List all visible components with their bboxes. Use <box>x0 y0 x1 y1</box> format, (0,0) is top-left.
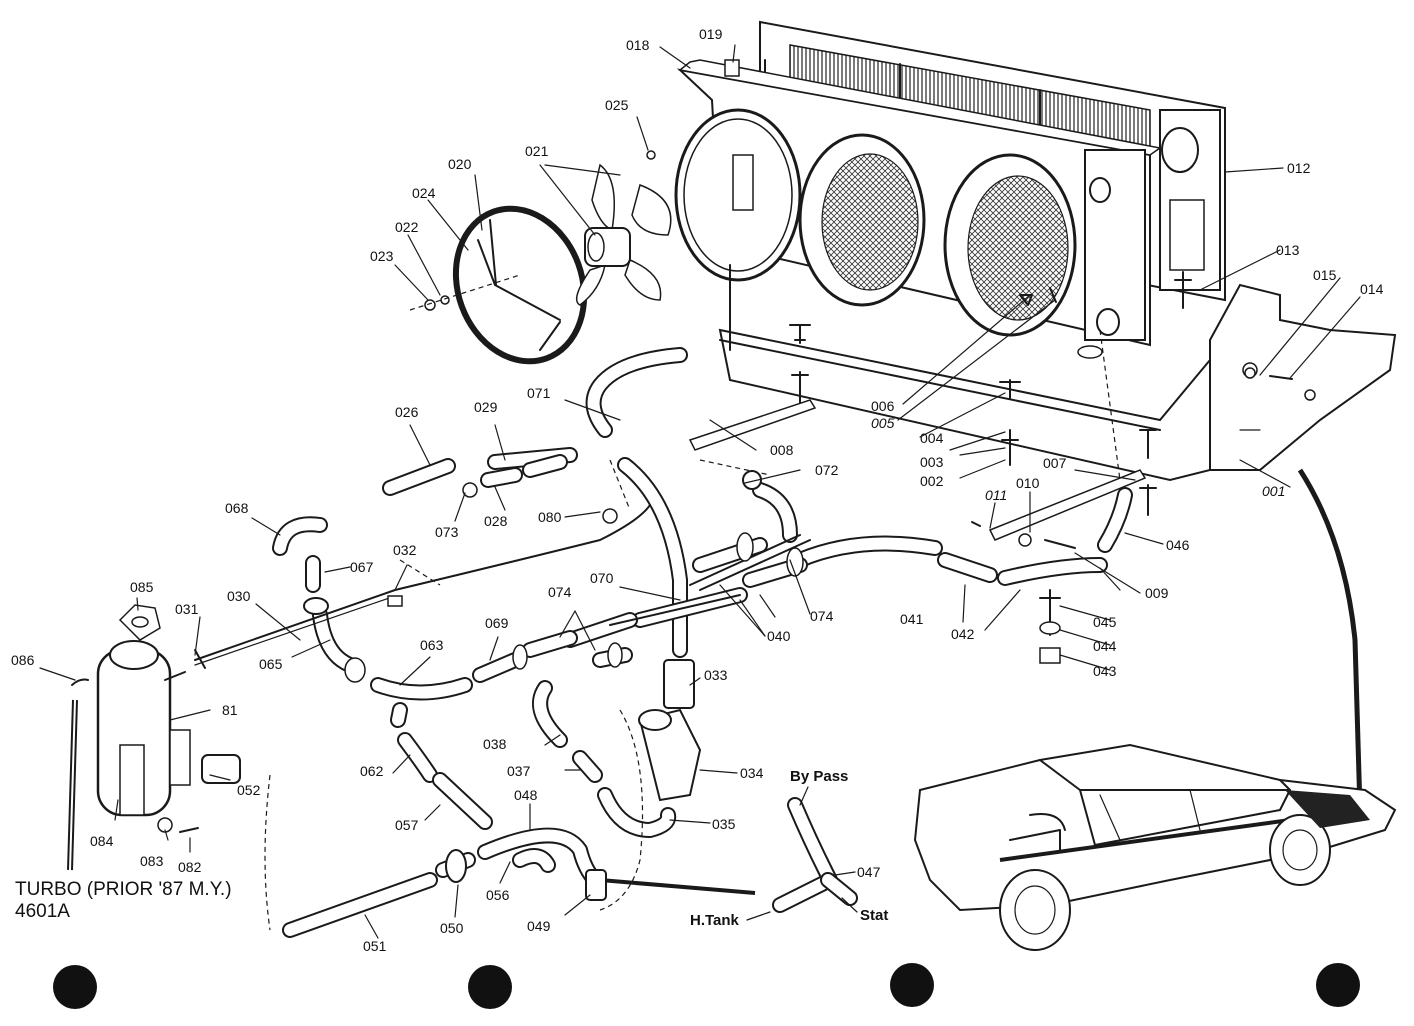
misc-connectors <box>194 470 804 901</box>
label-034: 034 <box>740 765 764 781</box>
label-065: 065 <box>259 656 283 672</box>
label-006: 006 <box>871 398 895 414</box>
label-072: 072 <box>815 462 839 478</box>
label-045: 045 <box>1093 614 1117 630</box>
binder-hole-3 <box>890 963 934 1007</box>
label-010: 010 <box>1016 475 1040 491</box>
annotation-bypass: By Pass <box>790 768 848 785</box>
label-005: 005 <box>871 415 895 431</box>
label-080: 080 <box>538 509 562 525</box>
label-004: 004 <box>920 430 944 446</box>
label-022: 022 <box>395 219 419 235</box>
brackets <box>688 399 1147 541</box>
label-038: 038 <box>483 736 507 752</box>
binder-hole-4 <box>1316 963 1360 1007</box>
thermostat-housing <box>638 659 702 802</box>
label-046: 046 <box>1166 537 1190 553</box>
label-044: 044 <box>1093 638 1117 654</box>
label-007: 007 <box>1043 455 1067 471</box>
label-074-b: 074 <box>810 608 834 624</box>
label-062: 062 <box>360 763 384 779</box>
label-025: 025 <box>605 97 629 113</box>
label-051: 051 <box>363 938 387 954</box>
pipes <box>194 468 1363 895</box>
caption-line-2: 4601A <box>15 901 70 922</box>
fan-cowl <box>452 205 588 365</box>
label-056: 056 <box>486 887 510 903</box>
label-021: 021 <box>525 143 549 159</box>
caption-line-1: TURBO (PRIOR '87 M.Y.) <box>15 879 232 900</box>
label-085: 085 <box>130 579 154 595</box>
label-033: 033 <box>704 667 728 683</box>
label-009: 009 <box>1145 585 1169 601</box>
label-003: 003 <box>920 454 944 470</box>
label-024: 024 <box>412 185 436 201</box>
binder-hole-1 <box>53 965 97 1009</box>
label-071: 071 <box>527 385 551 401</box>
label-086: 086 <box>11 652 35 668</box>
label-013: 013 <box>1276 242 1300 258</box>
binder-hole-2 <box>468 965 512 1009</box>
fan-shroud <box>674 59 1162 347</box>
label-043: 043 <box>1093 663 1117 679</box>
label-028: 028 <box>484 513 508 529</box>
label-057: 057 <box>395 817 419 833</box>
hoses <box>272 347 1133 938</box>
label-020: 020 <box>448 156 472 172</box>
guide-lines <box>264 274 1121 931</box>
label-048: 048 <box>514 787 538 803</box>
label-012: 012 <box>1287 160 1311 176</box>
mounting-tray <box>718 264 1397 482</box>
label-070: 070 <box>590 570 614 586</box>
annotation-stat: Stat <box>860 907 888 924</box>
label-035: 035 <box>712 816 736 832</box>
label-001: 001 <box>1262 483 1285 499</box>
car-location-view <box>913 743 1397 951</box>
label-81: 81 <box>222 702 238 718</box>
label-084: 084 <box>90 833 114 849</box>
expansion-tank <box>67 604 241 871</box>
label-074-a: 074 <box>548 584 572 600</box>
label-018: 018 <box>626 37 650 53</box>
label-042: 042 <box>951 626 975 642</box>
label-037: 037 <box>507 763 531 779</box>
label-019: 019 <box>699 26 723 42</box>
binder-holes <box>53 963 1360 1009</box>
label-032: 032 <box>393 542 417 558</box>
label-082: 082 <box>178 859 202 875</box>
annotation-htank: H.Tank <box>690 912 740 929</box>
label-041: 041 <box>900 611 924 627</box>
label-063: 063 <box>420 637 444 653</box>
figure-caption: TURBO (PRIOR '87 M.Y.) 4601A <box>15 879 232 922</box>
label-008: 008 <box>770 442 794 458</box>
label-011: 011 <box>985 487 1007 503</box>
label-029: 029 <box>474 399 498 415</box>
label-015: 015 <box>1313 267 1337 283</box>
label-073: 073 <box>435 524 459 540</box>
label-052: 052 <box>237 782 261 798</box>
fasteners <box>424 59 1293 664</box>
label-067: 067 <box>350 559 374 575</box>
part-labels: 001 002 003 004 005 006 007 008 009 010 … <box>11 26 1384 954</box>
label-047: 047 <box>857 864 881 880</box>
leader-lines <box>39 44 1361 939</box>
label-031: 031 <box>175 601 199 617</box>
label-040: 040 <box>767 628 791 644</box>
label-023: 023 <box>370 248 394 264</box>
label-014: 014 <box>1360 281 1384 297</box>
label-050: 050 <box>440 920 464 936</box>
label-069: 069 <box>485 615 509 631</box>
label-068: 068 <box>225 500 249 516</box>
label-002: 002 <box>920 473 944 489</box>
fan-motor <box>575 163 672 306</box>
label-083: 083 <box>140 853 164 869</box>
label-049: 049 <box>527 918 551 934</box>
annotations: By Pass H.Tank Stat <box>690 768 888 929</box>
label-030: 030 <box>227 588 251 604</box>
label-026: 026 <box>395 404 419 420</box>
